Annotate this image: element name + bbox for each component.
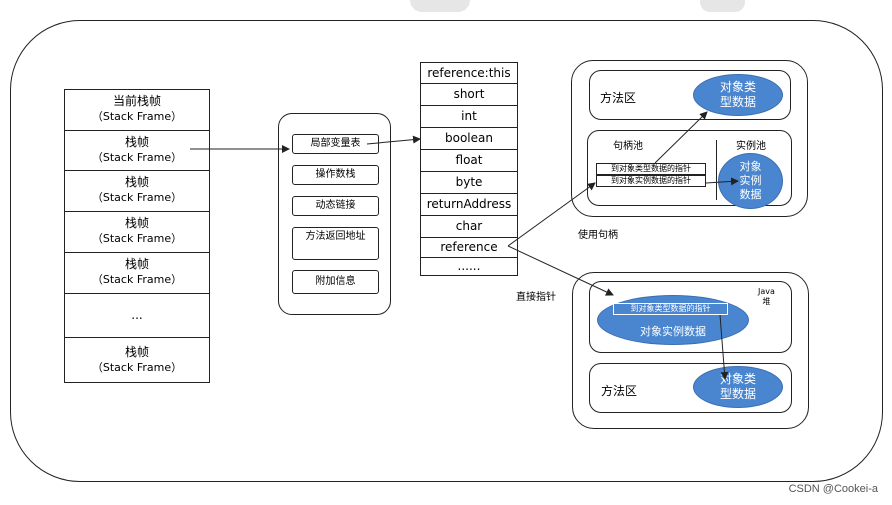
variable-slot: returnAddress [420, 194, 518, 216]
type-data-text: 型数据 [719, 95, 756, 109]
variable-slot: float [420, 150, 518, 172]
instance-data-text: 实例 [739, 174, 762, 187]
type-data-text: 型数据 [719, 387, 756, 401]
stack-cell-title: 栈帧 [124, 175, 149, 189]
object-instance-text: 对象实例数据 [640, 325, 706, 338]
source-watermark: CSDN @Cookei-a [788, 483, 878, 495]
stack-cell-title: 栈帧 [124, 257, 149, 271]
local-variable-table: reference:this short int boolean float b… [420, 62, 518, 276]
stack-column: 当前栈帧 （Stack Frame） 栈帧 （Stack Frame） 栈帧 （… [64, 89, 210, 383]
arrow-handle-to-instance [705, 177, 739, 186]
type-data-direct-ellipse: 对象类 型数据 [693, 366, 783, 408]
arrow-heap-to-type [719, 314, 729, 380]
variable-slot-reference: reference [420, 238, 518, 258]
stack-cell: 栈帧 （Stack Frame） [64, 131, 210, 171]
instance-data-text: 对象 [739, 160, 762, 173]
stack-frame-detail: 局部变量表 操作数栈 动态链接 方法返回地址 附加信息 [278, 113, 391, 315]
type-data-ellipse: 对象类 型数据 [693, 74, 783, 116]
pointer-to-type-data: 到对象类型数据的指针 [596, 163, 706, 175]
variable-slot-ellipsis: ...... [420, 258, 518, 276]
variable-slot: char [420, 216, 518, 238]
pointer-to-instance-data: 到对象实例数据的指针 [596, 175, 706, 187]
variable-slot: byte [420, 172, 518, 194]
java-heap-label: Java 堆 [758, 287, 775, 307]
stack-cell-title: 栈帧 [124, 345, 149, 359]
instance-data-text: 数据 [739, 188, 762, 201]
stack-cell-subtitle: （Stack Frame） [91, 273, 183, 286]
operand-stack-box: 操作数栈 [292, 165, 379, 185]
stack-cell-title: 栈帧 [124, 216, 149, 230]
instance-data-ellipse: 对象 实例 数据 [718, 153, 783, 209]
instance-pool-label: 实例池 [736, 141, 766, 152]
return-address-box: 方法返回地址 [292, 227, 379, 260]
watermark-shape-right [700, 0, 745, 12]
stack-cell-subtitle: （Stack Frame） [91, 232, 183, 245]
additional-info-box: 附加信息 [292, 270, 379, 294]
stack-cell: 栈帧 （Stack Frame） [64, 171, 210, 212]
variable-slot: int [420, 106, 518, 128]
stack-cell-subtitle: （Stack Frame） [91, 151, 183, 164]
method-area-label: 方法区 [600, 91, 637, 105]
java-heap-text: Java [758, 287, 775, 296]
stack-cell-subtitle: （Stack Frame） [91, 191, 183, 204]
arrow-reference-to-heap [507, 245, 614, 296]
diagram-border [10, 20, 883, 482]
variable-slot: short [420, 84, 518, 106]
stack-cell-ellipsis: ... [64, 294, 210, 338]
stack-cell: 栈帧 （Stack Frame） [64, 212, 210, 253]
variable-slot: reference:this [420, 62, 518, 84]
pool-divider [716, 140, 717, 200]
stack-cell: 栈帧 （Stack Frame） [64, 338, 210, 383]
stack-cell: 栈帧 （Stack Frame） [64, 253, 210, 294]
stack-cell-current: 当前栈帧 （Stack Frame） [64, 89, 210, 131]
stack-cell-title: 栈帧 [124, 135, 149, 149]
java-heap-text: 堆 [762, 297, 771, 306]
arrow-localvars-to-table [366, 135, 421, 145]
stack-cell-subtitle: （Stack Frame） [91, 110, 183, 123]
arrow-handle-to-type [654, 111, 708, 164]
type-data-text: 对象类 [719, 372, 756, 386]
local-variable-table-box: 局部变量表 [292, 134, 379, 154]
pointer-to-type-data-direct: 到对象类型数据的指针 [613, 303, 728, 315]
arrow-reference-to-handle [507, 182, 596, 247]
method-area-direct-label: 方法区 [601, 384, 638, 398]
direct-pointer-label: 直接指针 [516, 292, 556, 303]
stack-cell-title: 当前栈帧 [112, 94, 161, 108]
dynamic-linking-box: 动态链接 [292, 196, 379, 216]
stack-cell-title: ... [131, 308, 143, 322]
type-data-text: 对象类 [719, 80, 756, 94]
handle-pool-label: 句柄池 [613, 141, 643, 152]
use-handle-caption: 使用句柄 [578, 230, 618, 241]
stack-cell-subtitle: （Stack Frame） [91, 361, 183, 374]
watermark-shape-left [410, 0, 470, 12]
